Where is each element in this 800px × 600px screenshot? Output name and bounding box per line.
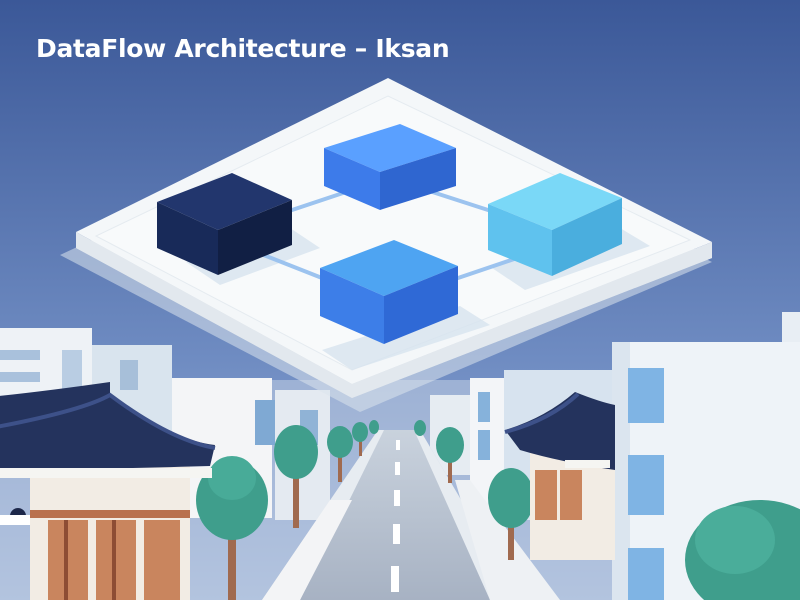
right-hanok: [504, 392, 615, 560]
node-bottom: [320, 240, 458, 344]
page-title: DataFlow Architecture – Iksan: [36, 34, 450, 63]
right-trees: [414, 420, 800, 600]
node-left: [157, 173, 292, 275]
node-top: [324, 124, 456, 210]
left-hanok: [0, 382, 216, 600]
node-right: [488, 173, 622, 276]
left-sidewalk: [262, 500, 352, 600]
right-sidewalk: [455, 480, 560, 600]
left-trees: [196, 420, 379, 600]
